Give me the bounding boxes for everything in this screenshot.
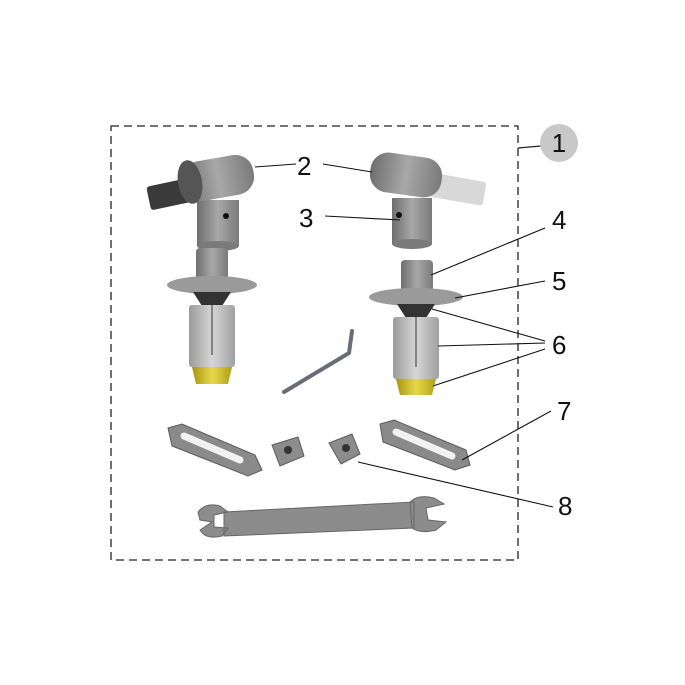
callout-4: 4 xyxy=(552,205,567,235)
hinge-left xyxy=(146,154,255,251)
slotted-plate-right xyxy=(379,419,471,471)
open-end-wrench xyxy=(197,496,448,538)
hex-key xyxy=(282,329,354,394)
leader-lines xyxy=(254,163,554,508)
callout-2: 2 xyxy=(297,151,312,181)
callout-3: 3 xyxy=(299,203,314,233)
slotted-plate-left xyxy=(167,423,263,477)
callout-8: 8 xyxy=(558,491,573,521)
fixing-assembly-right xyxy=(369,260,463,395)
callout-6: 6 xyxy=(552,330,567,360)
fixing-assembly-left xyxy=(167,248,257,384)
square-nut-right xyxy=(328,433,361,465)
hinge-right xyxy=(369,152,487,249)
callout-5: 5 xyxy=(552,266,567,296)
callout-7: 7 xyxy=(557,396,572,426)
kit-boundary-frame xyxy=(110,125,519,561)
square-nut-left xyxy=(271,436,305,467)
kit-number-badge: 1 xyxy=(540,124,578,162)
